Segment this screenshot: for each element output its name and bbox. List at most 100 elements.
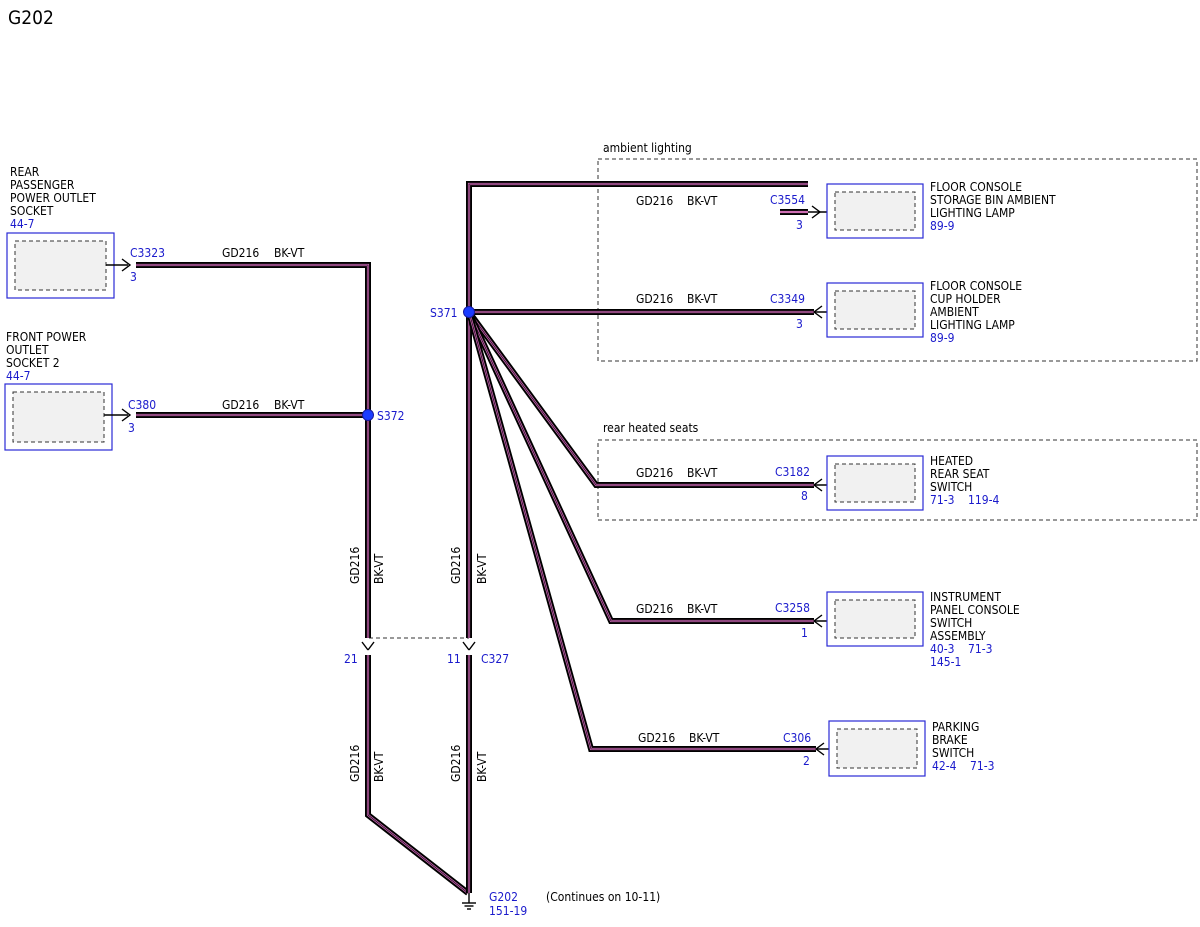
component-ref: 145-1 (930, 655, 961, 669)
ground-ref: 151-19 (489, 904, 527, 918)
wire-circuit-label: GD216 (449, 547, 463, 584)
wire-circuit-label: GD216 (636, 602, 673, 616)
wire-s371-c3258 (466, 310, 814, 624)
component-front-power-outlet[interactable]: FRONT POWER OUTLET SOCKET 2 44-7 C380 3 (4, 330, 156, 451)
component-name-line: ASSEMBLY (930, 629, 986, 643)
wire-color-label: BK-VT (687, 292, 718, 306)
connector-pin: 8 (801, 489, 808, 503)
wire-color-label: BK-VT (687, 194, 718, 208)
component-rear-power-outlet[interactable]: REAR PASSENGER POWER OUTLET SOCKET 44-7 … (6, 165, 165, 299)
wire-circuit-label: GD216 (636, 292, 673, 306)
connector-name: C3349 (770, 292, 805, 306)
component-name-line: LIGHTING LAMP (930, 206, 1015, 220)
component-name-line: SWITCH (930, 480, 972, 494)
wire-s371-c306 (466, 311, 816, 752)
connector-name: C3182 (775, 465, 810, 479)
component-box-inner (12, 391, 105, 443)
connector-arrow (121, 258, 132, 272)
component-ref: 89-9 (930, 331, 955, 345)
component-box-inner (834, 290, 916, 330)
component-name-line: PARKING (932, 720, 979, 734)
wire-color-label: BK-VT (274, 246, 305, 260)
connector-pin: 3 (130, 270, 137, 284)
wire-circuit-label: GD216 (348, 745, 362, 782)
component-name-line: FRONT POWER (6, 330, 87, 344)
component-name-line: REAR (10, 165, 40, 179)
component-box-inner (834, 463, 916, 503)
component-name-line: POWER OUTLET (10, 191, 96, 205)
wire-s371-c3554 (466, 181, 808, 312)
wire-c3323-s372 (136, 262, 371, 415)
wire-color-label: BK-VT (372, 553, 386, 584)
ground-name: G202 (489, 890, 518, 904)
component-name-line: INSTRUMENT (930, 590, 1001, 604)
connector-arrow (812, 614, 823, 628)
vertical-wire-labels: GD216 BK-VT GD216 BK-VT GD216 BK-VT GD21… (348, 547, 489, 782)
component-name-line: SWITCH (930, 616, 972, 630)
ground-symbol-icon (462, 893, 476, 910)
component-name-line: SOCKET 2 (6, 356, 60, 370)
connector-pin: 1 (801, 626, 808, 640)
connector-pin: 3 (796, 317, 803, 331)
wire-circuit-label: GD216 (348, 547, 362, 584)
connector-pin: 2 (803, 754, 810, 768)
component-ref: 119-4 (968, 493, 999, 507)
rear-heated-seats-group (597, 439, 1198, 521)
component-name-line: SWITCH (932, 746, 974, 760)
rear-heated-seats-label: rear heated seats (603, 421, 699, 435)
component-ip-console-switch[interactable]: C3258 1 INSTRUMENT PANEL CONSOLE SWITCH … (775, 590, 1020, 669)
wire-circuit-label: GD216 (449, 745, 463, 782)
component-ref: 71-3 (968, 642, 993, 656)
component-ref: 42-4 (932, 759, 957, 773)
component-name-line: LIGHTING LAMP (930, 318, 1015, 332)
component-ref: 71-3 (930, 493, 955, 507)
component-ref: 71-3 (970, 759, 995, 773)
component-cup-holder-lamp[interactable]: C3349 3 FLOOR CONSOLE CUP HOLDER AMBIENT… (770, 279, 1022, 345)
component-storage-bin-lamp[interactable]: C3554 3 FLOOR CONSOLE STORAGE BIN AMBIEN… (770, 180, 1056, 239)
component-box-inner (834, 599, 916, 639)
component-name-line: PASSENGER (10, 178, 75, 192)
splice-s371-node (463, 306, 475, 318)
component-ref: 40-3 (930, 642, 955, 656)
c327-connector-symbol (361, 641, 476, 651)
connector-pin: 3 (796, 218, 803, 232)
wire-s371-c3182 (466, 310, 814, 488)
wire-color-label: BK-VT (687, 602, 718, 616)
wire-group (136, 181, 816, 896)
splice-s372-label: S372 (377, 409, 404, 423)
connector-arrow (814, 742, 825, 756)
wire-color-label: BK-VT (475, 751, 489, 782)
component-parking-brake-switch[interactable]: C306 2 PARKING BRAKE SWITCH 42-4 71-3 (783, 720, 995, 777)
component-name-line: REAR SEAT (930, 467, 990, 481)
connector-arrow (812, 305, 823, 319)
component-ref: 44-7 (6, 369, 31, 383)
splice-s371-label: S371 (430, 306, 457, 320)
wire-color-label: BK-VT (274, 398, 305, 412)
continuation-note[interactable]: (Continues on 10-11) (546, 890, 660, 904)
connector-name: C3554 (770, 193, 805, 207)
component-heated-seat-switch[interactable]: C3182 8 HEATED REAR SEAT SWITCH 71-3 119… (775, 454, 999, 511)
wire-circuit-label: GD216 (222, 246, 259, 260)
connector-arrow (121, 408, 132, 422)
page-title: G202 (8, 7, 54, 29)
connector-pin: 3 (128, 421, 135, 435)
splice-s372-node (362, 409, 374, 421)
component-box-inner (14, 240, 107, 291)
wire-color-label: BK-VT (475, 553, 489, 584)
component-name-line: BRAKE (932, 733, 968, 747)
wire-color-label: BK-VT (372, 751, 386, 782)
component-ref: 89-9 (930, 219, 955, 233)
wire-color-label: BK-VT (687, 466, 718, 480)
wire-circuit-label: GD216 (636, 194, 673, 208)
connector-arrow (812, 478, 823, 492)
c327-pin-right: 11 (447, 652, 461, 666)
wire-circuit-label: GD216 (636, 466, 673, 480)
ambient-lighting-group (597, 158, 1198, 362)
component-name-line: AMBIENT (930, 305, 979, 319)
ambient-lighting-label: ambient lighting (603, 141, 692, 155)
component-name-line: PANEL CONSOLE (930, 603, 1020, 617)
component-name-line: HEATED (930, 454, 973, 468)
component-box-inner (834, 191, 916, 231)
connector-name: C3258 (775, 601, 810, 615)
